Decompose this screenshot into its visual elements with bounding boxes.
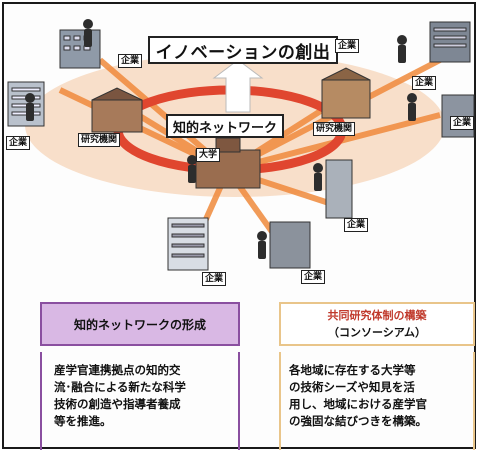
panel-knowledge-network: 知的ネットワークの形成 産学官連携拠点の知的交 流･融合による新たな科学 技術の…: [40, 302, 240, 450]
panel-right-line-3: 用し、地域における産学官: [289, 397, 427, 411]
building-bottom-left: [167, 217, 209, 271]
panel-right-line-1: 各地域に存在する大学等: [289, 363, 416, 377]
panel-left-body: 産学官連携拠点の知的交 流･融合による新たな科学 技術の創造や指導者養成 等を推…: [40, 352, 240, 450]
label-university: 大学: [196, 148, 221, 162]
label-company-top-left: 企業: [118, 54, 143, 68]
label-company-left: 企業: [6, 136, 31, 150]
building-left: [7, 81, 45, 127]
network-label: 知的ネットワーク: [166, 114, 284, 138]
label-company-bottom-left: 企業: [202, 272, 227, 286]
label-research-left: 研究機関: [78, 133, 121, 147]
label-research-right: 研究機関: [313, 122, 356, 136]
panel-right-heading-line-2: （コンソーシアム）: [327, 326, 426, 339]
up-arrow: [212, 59, 264, 113]
building-bottom: [269, 221, 311, 269]
panel-right-line-2: の技術シーズや知見を活: [289, 380, 415, 394]
label-company-top-right: 企業: [412, 76, 437, 90]
building-bottom-right: [325, 159, 353, 219]
label-company-right: 企業: [450, 116, 475, 130]
panel-left-line-3: 技術の創造や指導者養成: [54, 397, 181, 411]
panel-left-line-1: 産学官連携拠点の知的交: [54, 363, 181, 377]
building-top-left: [59, 29, 101, 69]
panel-right-heading-line-1: 共同研究体制の構築: [327, 309, 427, 322]
panel-left-line-4: 等を推進。: [54, 414, 112, 428]
panel-left-heading: 知的ネットワークの形成: [40, 302, 240, 346]
innovation-title: イノベーションの創出: [148, 36, 338, 64]
research-building-left: [91, 87, 143, 133]
label-company-bottom-right: 企業: [344, 218, 369, 232]
panel-right-body: 各地域に存在する大学等 の技術シーズや知見を活 用し、地域における産学官 の強固…: [279, 352, 475, 450]
research-building-right: [321, 67, 371, 119]
person-figures: [25, 19, 417, 259]
panel-right-heading: 共同研究体制の構築 （コンソーシアム）: [279, 302, 475, 346]
building-top-right: [429, 21, 471, 63]
panel-right-line-4: の強固な結びつきを構築。: [289, 414, 427, 428]
label-company-bottom: 企業: [301, 270, 326, 284]
label-company-top-center: 企業: [335, 39, 360, 53]
panel-left-line-2: 流･融合による新たな科学: [54, 380, 186, 394]
panel-consortium: 共同研究体制の構築 （コンソーシアム） 各地域に存在する大学等 の技術シーズや知…: [279, 302, 475, 450]
